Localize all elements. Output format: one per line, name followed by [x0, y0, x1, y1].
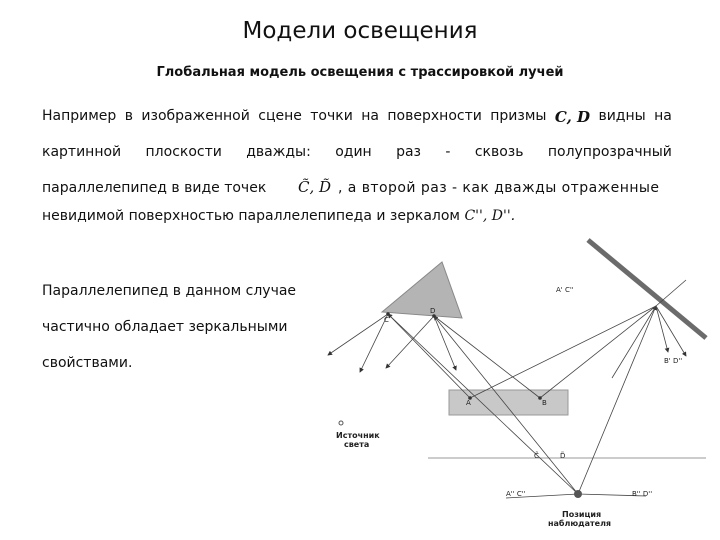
math-c-d: C, D [554, 108, 591, 126]
page-subtitle: Глобальная модель освещения с трассировк… [156, 65, 564, 80]
line4-start: невидимой поверхностью параллелепипеда и… [42, 208, 460, 224]
label-observer-2: наблюдателя [548, 518, 611, 528]
line2-word: дважды: [246, 144, 311, 160]
side-line-3: свойствами. [42, 355, 133, 371]
line1-word: изображенной [141, 108, 250, 124]
label-b: B [542, 399, 547, 407]
rays [327, 279, 687, 499]
line1-word: поверхности [387, 108, 482, 124]
side-line-1: Параллелепипед в данном случае [42, 283, 297, 299]
label-light-source-2: света [344, 440, 369, 449]
line1-word: в [124, 108, 133, 124]
line2-word: картинной [42, 144, 122, 160]
parallelepiped [448, 389, 569, 416]
line2-word: - [445, 144, 451, 160]
label-a-prime-c-dblprime: A' C'' [556, 286, 574, 294]
line2-word: раз [396, 144, 421, 160]
label-light-source-1: Источник [336, 431, 380, 440]
label-a: A [466, 399, 471, 407]
label-d-tilde: D̃ [560, 452, 565, 460]
mirror [586, 238, 708, 340]
line1-word: призмы [490, 108, 547, 124]
label-d: D [430, 307, 435, 315]
paragraph-line-2: картинной плоскости дважды: один раз - сквозь п… [42, 144, 672, 160]
point-c [386, 312, 390, 316]
point-b [538, 396, 542, 400]
line1-tail-word: на [654, 108, 672, 124]
point-a [468, 396, 472, 400]
line3-end: , а второй раз - как дважды отраженные [338, 180, 660, 196]
math-c-d-double-prime: C'', D''. [464, 208, 516, 224]
label-b-prime-d-dblprime: B' D'' [664, 357, 682, 365]
line1-word: на [361, 108, 379, 124]
line1-tail-word: видны [598, 108, 646, 124]
label-a-dbl-c-dbl: A'' C'' [506, 490, 526, 498]
paragraph-line-4: невидимой поверхностью параллелепипеда и… [42, 208, 515, 224]
line1-word: сцене [258, 108, 302, 124]
observer-eye-icon [574, 490, 582, 498]
line2-word: один [335, 144, 372, 160]
light-source-icon [338, 420, 344, 426]
side-line-2: частично обладает зеркальными [42, 319, 288, 335]
label-c: C [384, 316, 389, 324]
paragraph-line-3: параллелепипед в виде точек C̃, D̃ , а вто… [42, 178, 660, 196]
point-d [432, 314, 436, 318]
line2-word: плоскости [145, 144, 222, 160]
prism [380, 261, 463, 319]
line3-start: параллелепипед в виде точек [42, 180, 267, 196]
label-c-tilde: C̃ [534, 452, 539, 460]
line1-word: Например [42, 108, 117, 124]
page-title: Модели освещения [242, 18, 478, 44]
line1-word: точки [310, 108, 353, 124]
label-b-dbl-d-dbl: B'' D'' [632, 490, 652, 498]
label-observer-1: Позиция [562, 510, 601, 519]
line2-word: сквозь [474, 144, 524, 160]
math-c-d-tilde: C̃, D̃ [298, 178, 332, 196]
line2-word: полупрозрачный [547, 144, 672, 160]
